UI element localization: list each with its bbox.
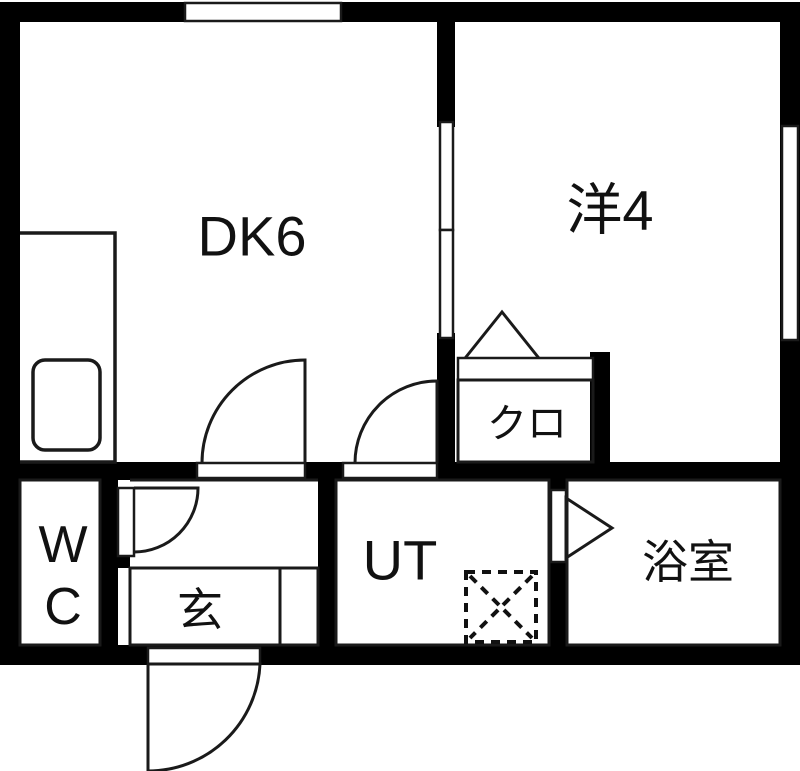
door-wc[interactable] [116, 486, 200, 558]
shoe-cabinet [278, 566, 320, 647]
washing-machine-icon [464, 570, 538, 644]
ut-room [334, 478, 551, 647]
window-right [780, 124, 800, 342]
wc-room [18, 478, 102, 647]
kitchen-counter [20, 231, 117, 464]
room-label-wc-w: W [38, 516, 87, 574]
closet-door[interactable] [456, 356, 595, 382]
room-label-wc-c: C [44, 578, 82, 636]
door-dk-hall-left[interactable] [195, 358, 307, 480]
sliding-door-dk-to-yoshitsu[interactable] [438, 120, 455, 340]
room-label-bath: 浴室 [642, 536, 734, 588]
door-dk-ut[interactable] [341, 379, 439, 480]
closet-unit [456, 309, 595, 464]
windows [183, 1, 800, 342]
window-top [183, 1, 343, 23]
entrance-door[interactable] [146, 646, 262, 771]
genkan-area [128, 478, 320, 647]
room-label-yoshitsu: 洋4 [566, 179, 653, 242]
hanger-icon [460, 309, 544, 363]
room-label-closet: クロ [487, 402, 567, 446]
sink [31, 358, 102, 452]
room-label-dk6: DK6 [198, 205, 307, 268]
bath-room [565, 478, 782, 647]
room-label-genkan: 玄 [177, 584, 223, 636]
room-label-ut: UT [363, 529, 438, 592]
